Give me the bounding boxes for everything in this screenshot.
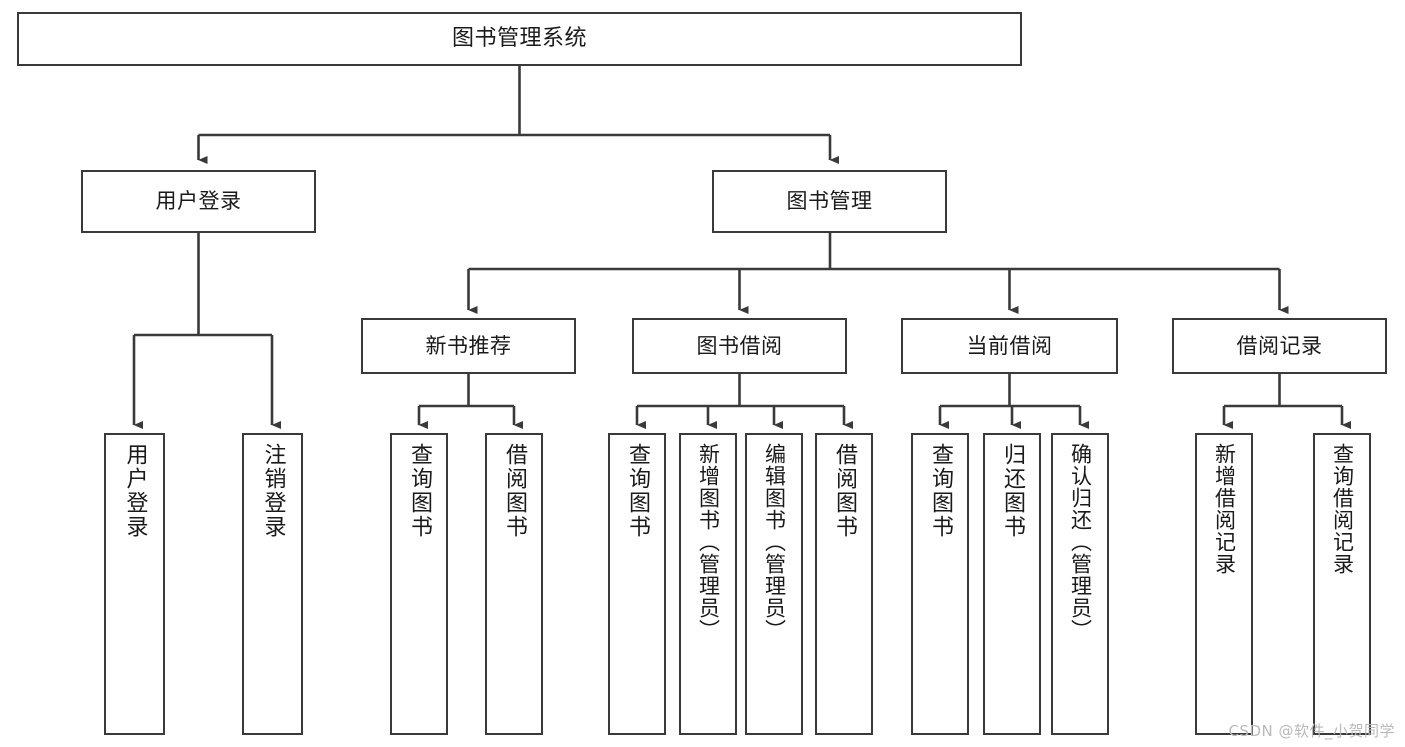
leaf-query-book-recommend[interactable]: 查询图书 [390, 433, 448, 735]
node-label: 图书管理系统 [451, 26, 587, 52]
leaf-logout[interactable]: 注销登录 [242, 433, 303, 735]
leaf-borrow-book-recommend[interactable]: 借阅图书 [485, 433, 543, 735]
leaf-query-book-borrow[interactable]: 查询图书 [608, 433, 666, 735]
node-label: 查询图书 [625, 443, 650, 539]
leaf-add-borrow-record[interactable]: 新增借阅记录 [1195, 433, 1253, 735]
node-book-borrow[interactable]: 图书借阅 [632, 318, 847, 374]
watermark-text: CSDN @软件_小贺同学 [1228, 722, 1395, 740]
node-borrow-record[interactable]: 借阅记录 [1172, 318, 1387, 374]
node-user-login[interactable]: 用户登录 [81, 170, 316, 233]
node-label: 图书借阅 [696, 333, 783, 358]
leaf-return-book[interactable]: 归还图书 [983, 433, 1041, 735]
node-label: 新增借阅记录 [1212, 443, 1237, 575]
node-label: 借阅图书 [832, 443, 857, 539]
leaf-user-login[interactable]: 用户登录 [104, 433, 165, 735]
node-label: 查询图书 [928, 443, 953, 539]
node-label: 查询借阅记录 [1330, 443, 1355, 575]
leaf-add-book-admin[interactable]: 新增图书（管理员） [679, 433, 737, 735]
node-label: 注销登录 [260, 443, 286, 539]
node-label: 归还图书 [1000, 443, 1025, 539]
node-label: 借阅图书 [502, 443, 527, 539]
node-label: 借阅记录 [1236, 333, 1323, 358]
leaf-borrow-book[interactable]: 借阅图书 [815, 433, 873, 735]
node-label: 查询图书 [407, 443, 432, 539]
leaf-query-book-current[interactable]: 查询图书 [911, 433, 969, 735]
node-label: 编辑图书（管理员） [762, 443, 787, 641]
leaf-confirm-return-admin[interactable]: 确认归还（管理员） [1051, 433, 1109, 735]
node-current-borrow[interactable]: 当前借阅 [901, 318, 1118, 374]
node-label: 新增图书（管理员） [696, 443, 721, 641]
leaf-edit-book-admin[interactable]: 编辑图书（管理员） [745, 433, 803, 735]
node-label: 用户登录 [155, 189, 242, 214]
node-label: 新书推荐 [425, 333, 512, 358]
node-new-book-recommend[interactable]: 新书推荐 [361, 318, 576, 374]
node-label: 用户登录 [122, 443, 148, 539]
node-root-system[interactable]: 图书管理系统 [17, 12, 1022, 66]
node-book-management[interactable]: 图书管理 [712, 170, 947, 233]
node-label: 当前借阅 [966, 333, 1053, 358]
leaf-query-borrow-record[interactable]: 查询借阅记录 [1313, 433, 1371, 735]
node-label: 图书管理 [786, 189, 873, 214]
node-label: 确认归还（管理员） [1068, 443, 1093, 641]
